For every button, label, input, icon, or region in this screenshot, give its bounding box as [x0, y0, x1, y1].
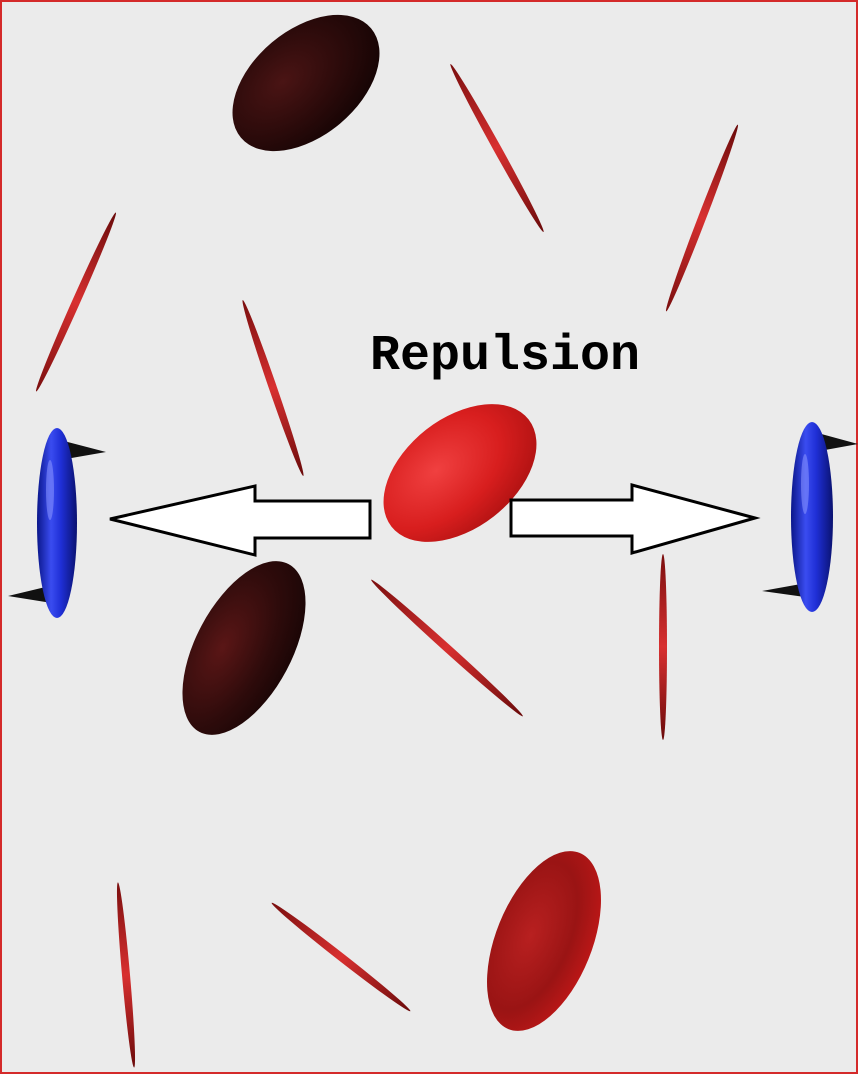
- needle: [659, 554, 667, 740]
- repulsion-caption: Repulsion: [370, 328, 640, 385]
